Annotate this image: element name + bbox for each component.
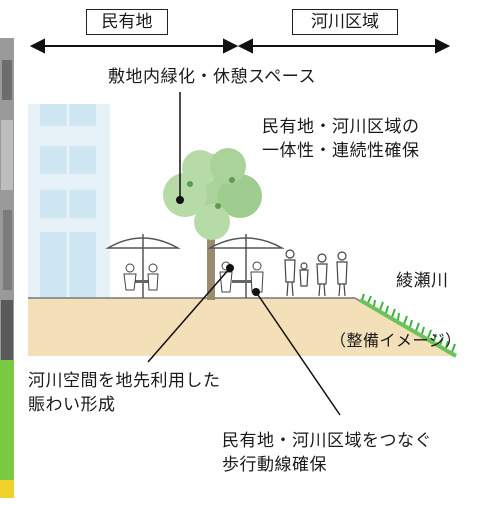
building [28, 104, 110, 299]
zone-river-area: 河川区域 [292, 9, 398, 35]
riverbank-grass [358, 293, 458, 358]
river-area-arrow [237, 38, 451, 54]
leader-river-use [147, 267, 231, 363]
tree [163, 148, 262, 300]
label-walk-line2: 歩行動線確保 [222, 455, 327, 475]
label-unity-line2: 一体性・連続性確保 [262, 141, 420, 161]
label-greening: 敷地内緑化・休憩スペース [108, 67, 316, 87]
dot-river-use [226, 264, 234, 272]
dot-walkway [252, 288, 260, 296]
leader-walkway [255, 291, 341, 416]
label-unity-line1: 民有地・河川区域の [262, 117, 420, 137]
label-river-name: 綾瀬川 [396, 271, 449, 291]
private-land-arrow [29, 38, 239, 54]
pedestrians [284, 249, 348, 297]
zone-private-land: 民有地 [86, 9, 168, 35]
aerial-photo-strip [0, 38, 14, 498]
label-river-use-line1: 河川空間を地先利用した [28, 371, 221, 391]
label-walk-line1: 民有地・河川区域をつなぐ [222, 431, 432, 451]
leader-dots [176, 196, 260, 296]
dot-greening [176, 196, 184, 204]
label-river-use-line2: 賑わい形成 [28, 395, 116, 415]
leader-lines [147, 92, 341, 416]
umbrella-table-right [207, 234, 285, 298]
umbrella-table-left [105, 234, 181, 298]
label-image-note: （整備イメージ） [330, 331, 462, 350]
